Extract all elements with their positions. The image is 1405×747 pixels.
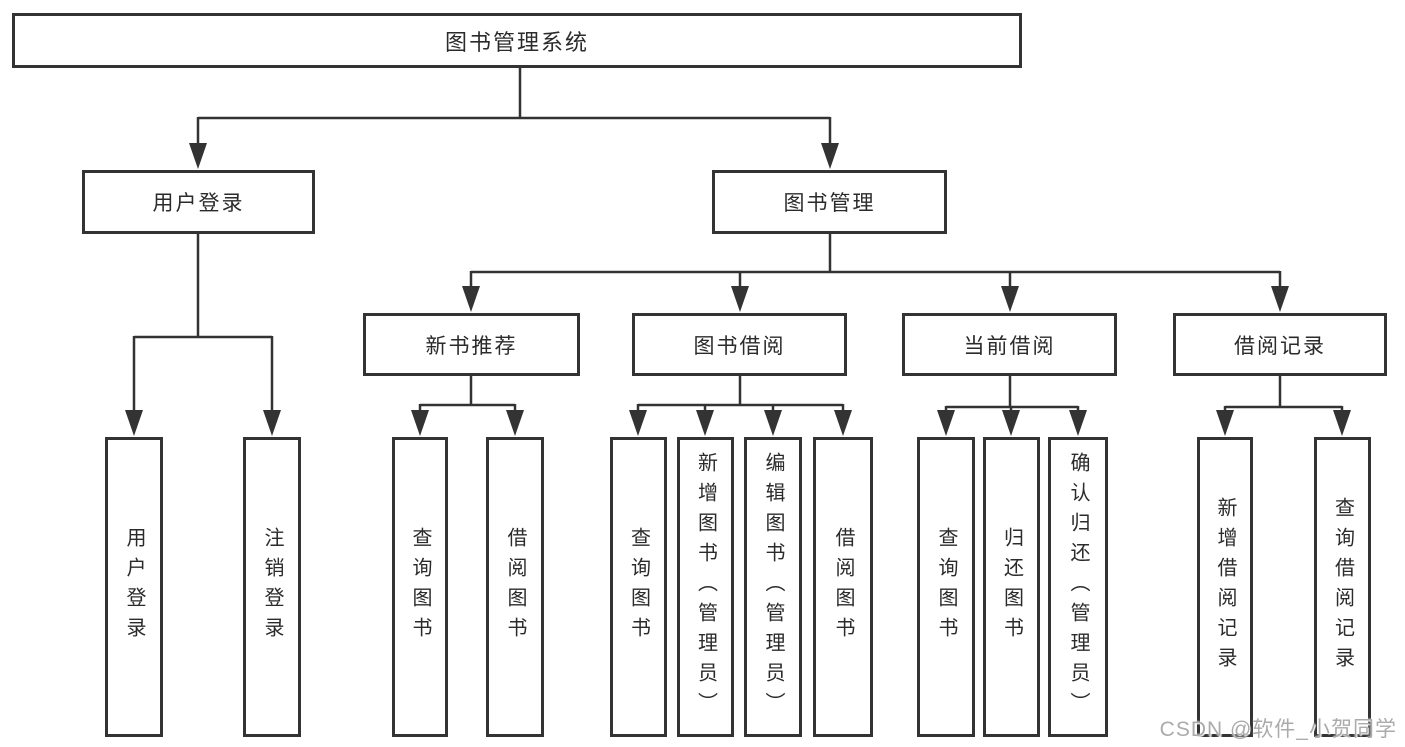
leaf-nbr-query-books: 查询图书 — [392, 437, 448, 737]
leaf-bb-add-books-admin: 新增图书（管理员） — [677, 437, 734, 737]
node-book-management: 图书管理 — [712, 170, 947, 234]
leaf-bb-borrow-books-label: 借阅图书 — [832, 527, 854, 647]
leaf-cb-query-books-label: 查询图书 — [935, 527, 957, 647]
leaf-user-login: 用户登录 — [105, 437, 163, 737]
node-root: 图书管理系统 — [12, 13, 1022, 68]
node-book-borrowing: 图书借阅 — [632, 313, 847, 376]
node-root-label: 图书管理系统 — [444, 29, 589, 55]
leaf-br-add-record-label: 新增借阅记录 — [1214, 497, 1236, 677]
node-new-book-recommend-label: 新书推荐 — [425, 334, 518, 358]
leaf-logout: 注销登录 — [243, 437, 301, 737]
node-borrowing-records-label: 借阅记录 — [1234, 334, 1326, 358]
leaf-bb-query-books: 查询图书 — [610, 437, 667, 737]
leaf-bb-add-books-admin-label: 新增图书（管理员） — [694, 452, 717, 722]
leaf-cb-query-books: 查询图书 — [917, 437, 975, 737]
leaf-br-query-record-label: 查询借阅记录 — [1331, 497, 1354, 677]
leaf-cb-confirm-return-admin-label: 确认归还（管理员） — [1067, 452, 1089, 722]
leaf-cb-return-books-label: 归还图书 — [1000, 527, 1023, 647]
node-borrowing-records: 借阅记录 — [1173, 313, 1387, 376]
leaf-br-query-record: 查询借阅记录 — [1314, 437, 1371, 737]
node-new-book-recommend: 新书推荐 — [363, 313, 580, 376]
node-current-borrowing-label: 当前借阅 — [963, 334, 1056, 358]
node-current-borrowing: 当前借阅 — [902, 313, 1117, 376]
leaf-user-login-label: 用户登录 — [123, 527, 145, 647]
leaf-nbr-query-books-label: 查询图书 — [409, 527, 431, 647]
leaf-bb-query-books-label: 查询图书 — [627, 527, 650, 647]
leaf-nbr-borrow-books-label: 借阅图书 — [504, 527, 526, 647]
leaf-cb-return-books: 归还图书 — [983, 437, 1040, 737]
leaf-cb-confirm-return-admin: 确认归还（管理员） — [1048, 437, 1108, 737]
leaf-br-add-record: 新增借阅记录 — [1197, 437, 1253, 737]
node-user-login: 用户登录 — [82, 170, 315, 234]
node-book-borrowing-label: 图书借阅 — [693, 334, 786, 358]
node-book-management-label: 图书管理 — [783, 192, 876, 215]
leaf-logout-label: 注销登录 — [261, 527, 283, 647]
node-user-login-label: 用户登录 — [152, 192, 245, 215]
csdn-watermark: CSDN @软件_小贺同学 — [1159, 718, 1397, 741]
leaf-bb-borrow-books: 借阅图书 — [813, 437, 873, 737]
leaf-bb-edit-books-admin-label: 编辑图书（管理员） — [762, 452, 784, 722]
leaf-bb-edit-books-admin: 编辑图书（管理员） — [744, 437, 802, 737]
leaf-nbr-borrow-books: 借阅图书 — [486, 437, 544, 737]
